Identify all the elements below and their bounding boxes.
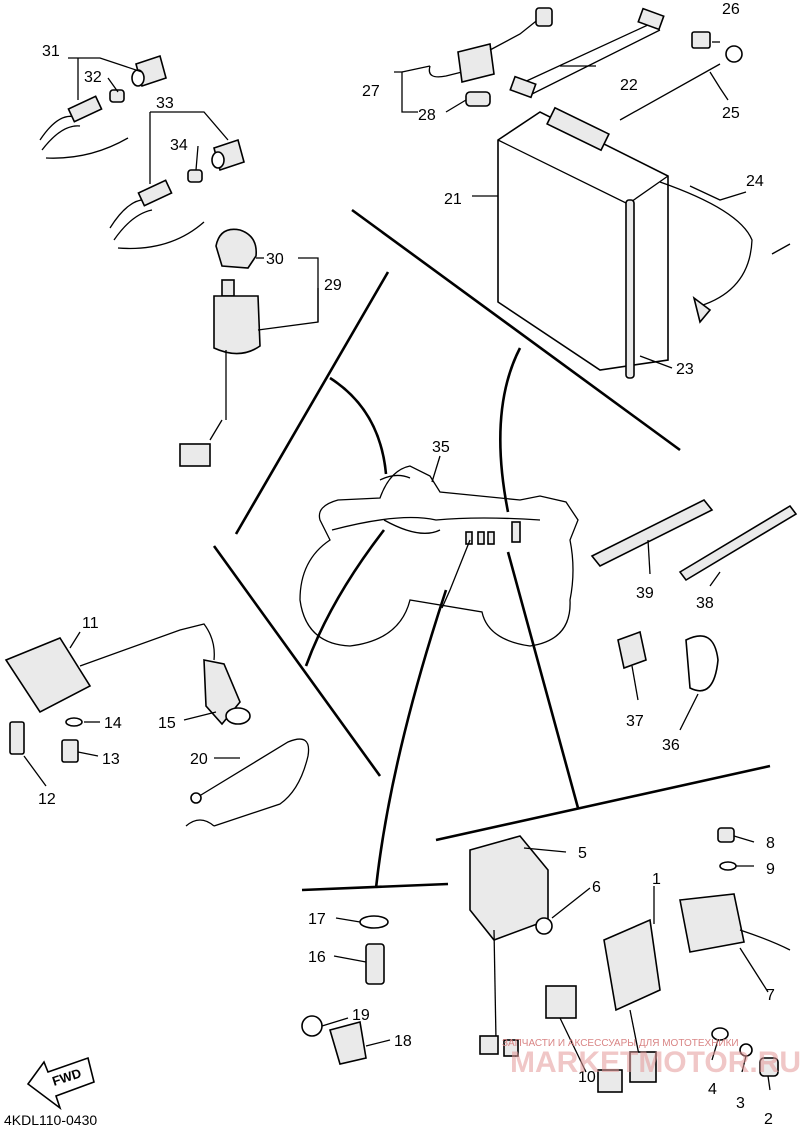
callout-10: 10 — [578, 1069, 596, 1086]
sensor-assembly-31 — [39, 54, 167, 159]
lead-20 — [185, 738, 310, 827]
cdi-unit-1 — [545, 918, 661, 1093]
callout-30: 30 — [266, 251, 284, 268]
screws-2-4 — [711, 1027, 779, 1077]
callout-33: 33 — [156, 95, 174, 112]
callout-23: 23 — [676, 361, 694, 378]
callout-22: 22 — [620, 77, 638, 94]
callout-16: 16 — [308, 949, 326, 966]
callout-24: 24 — [746, 173, 764, 190]
callout-18: 18 — [394, 1033, 412, 1050]
callout-7: 7 — [766, 987, 775, 1004]
callout-37: 37 — [626, 713, 644, 730]
rectifier-5 — [469, 835, 553, 1057]
battery-band-22 — [509, 7, 743, 121]
callout-4: 4 — [708, 1081, 717, 1098]
callout-15: 15 — [158, 715, 176, 732]
callout-21: 21 — [444, 191, 462, 208]
callout-5: 5 — [578, 845, 587, 862]
band-38-39 — [590, 498, 798, 692]
leader-lines — [304, 347, 580, 889]
callout-32: 32 — [84, 69, 102, 86]
callout-31: 31 — [42, 43, 60, 60]
vehicle-silhouette — [299, 465, 579, 647]
callout-11: 11 — [82, 615, 99, 632]
callout-leaders — [23, 41, 771, 1091]
callout-2: 2 — [764, 1111, 773, 1128]
callout-13: 13 — [102, 751, 120, 768]
callout-numbers: 1 2 3 4 5 6 7 8 9 10 11 12 13 14 15 16 1… — [38, 1, 775, 1128]
callout-34: 34 — [170, 137, 188, 154]
panel-dividers — [212, 208, 771, 892]
callout-20: 20 — [190, 751, 208, 768]
lead-27 — [428, 7, 553, 107]
battery-21 — [497, 106, 791, 379]
callout-12: 12 — [38, 791, 56, 808]
switch-16-19 — [301, 915, 389, 1065]
callout-17: 17 — [308, 911, 326, 928]
main-switch-29 — [179, 228, 261, 467]
callout-39: 39 — [636, 585, 654, 602]
callout-36: 36 — [662, 737, 680, 754]
ignition-coil-11 — [4, 623, 251, 763]
callout-35: 35 — [432, 439, 450, 456]
watermark-caption: ЗАПЧАСТИ И АКСЕССУАРЫ ДЛЯ МОТОТЕХНИКИ — [502, 1038, 739, 1049]
callout-9: 9 — [766, 861, 775, 878]
callout-29: 29 — [324, 277, 342, 294]
callout-6: 6 — [592, 879, 601, 896]
watermark-logo: MARKETMOTOR.RU — [510, 1046, 800, 1079]
callout-1: 1 — [652, 871, 661, 888]
callout-28: 28 — [418, 107, 436, 124]
callout-27: 27 — [362, 83, 380, 100]
callout-38: 38 — [696, 595, 714, 612]
callout-19: 19 — [352, 1007, 370, 1024]
callout-14: 14 — [104, 715, 122, 732]
callout-3: 3 — [736, 1095, 745, 1112]
callout-25: 25 — [722, 105, 740, 122]
callout-8: 8 — [766, 835, 775, 852]
sensor-assembly-33 — [109, 138, 245, 250]
part-code: 4KDL110-0430 — [4, 1112, 98, 1128]
callout-26: 26 — [722, 1, 740, 18]
fwd-arrow-icon — [26, 1056, 95, 1111]
